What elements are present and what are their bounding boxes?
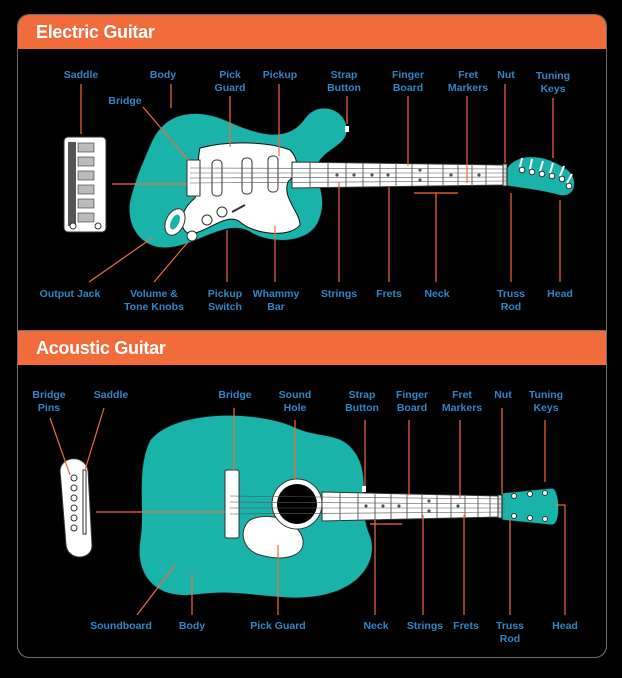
- label-acoustic-strap-button: Strap Button: [345, 389, 379, 414]
- electric-pickup-switch: [231, 204, 246, 213]
- label-acoustic-pick-guard: Pick Guard: [250, 620, 306, 632]
- acoustic-bridge: [224, 469, 240, 539]
- label-electric-whammy-bar: Whammy Bar: [252, 288, 300, 313]
- label-electric-output-jack: Output Jack: [39, 288, 101, 300]
- label-electric-strings: Strings: [320, 288, 358, 300]
- label-electric-frets: Frets: [376, 288, 402, 300]
- label-electric-pickup: Pickup: [262, 69, 298, 81]
- label-acoustic-body: Body: [178, 620, 206, 632]
- electric-pickup-3: [267, 155, 279, 193]
- label-electric-volume-tone-knobs: Volume & Tone Knobs: [124, 288, 184, 313]
- label-acoustic-bridge-pins: Bridge Pins: [32, 389, 66, 414]
- label-acoustic-fret-markers: Fret Markers: [441, 389, 483, 414]
- label-electric-head: Head: [547, 288, 573, 300]
- label-acoustic-frets: Frets: [453, 620, 479, 632]
- label-acoustic-saddle: Saddle: [93, 389, 129, 401]
- electric-leader-lines: [80, 84, 561, 283]
- label-electric-saddle: Saddle: [63, 69, 99, 81]
- acoustic-nut: [497, 494, 503, 519]
- electric-nut: [502, 163, 508, 187]
- label-electric-body: Body: [149, 69, 177, 81]
- label-electric-nut: Nut: [497, 69, 515, 81]
- electric-strap-button: [345, 126, 349, 132]
- acoustic-neck: [321, 491, 501, 522]
- electric-neck: [291, 161, 506, 189]
- label-electric-pick-guard: Pick Guard: [214, 69, 246, 94]
- label-acoustic-sound-hole: Sound Hole: [278, 389, 312, 414]
- label-electric-finger-board: Finger Board: [391, 69, 425, 94]
- electric-knob-2: [216, 206, 228, 218]
- label-electric-tuning-keys: Tuning Keys: [535, 70, 571, 95]
- acoustic-leader-lines: [49, 407, 566, 616]
- label-electric-fret-markers: Fret Markers: [447, 69, 489, 94]
- electric-knob-3: [186, 230, 198, 242]
- label-acoustic-head: Head: [552, 620, 578, 632]
- label-acoustic-nut: Nut: [494, 389, 512, 401]
- label-electric-neck: Neck: [424, 288, 450, 300]
- electric-guitar-title: Electric Guitar: [18, 15, 606, 49]
- electric-pickup-2: [241, 157, 253, 195]
- label-electric-strap-button: Strap Button: [327, 69, 361, 94]
- label-acoustic-tuning-keys: Tuning Keys: [528, 389, 564, 414]
- label-electric-bridge: Bridge: [108, 95, 142, 107]
- label-acoustic-finger-board: Finger Board: [395, 389, 429, 414]
- label-electric-truss-rod: Truss Rod: [496, 288, 525, 313]
- label-acoustic-neck: Neck: [363, 620, 389, 632]
- electric-whammy-bar: [248, 213, 280, 222]
- electric-knob-1: [201, 214, 213, 226]
- electric-guitar-illustration: [63, 107, 576, 249]
- label-acoustic-truss-rod: Truss Rod: [495, 620, 524, 645]
- acoustic-body: [138, 414, 373, 599]
- label-acoustic-soundboard: Soundboard: [90, 620, 152, 632]
- label-electric-pickup-switch: Pickup Switch: [207, 288, 243, 313]
- label-acoustic-bridge: Bridge: [218, 389, 252, 401]
- acoustic-strap-button: [362, 486, 366, 492]
- acoustic-guitar-illustration: [59, 414, 560, 599]
- electric-saddle-detail: [63, 136, 107, 233]
- label-acoustic-strings: Strings: [406, 620, 444, 632]
- acoustic-guitar-title: Acoustic Guitar: [18, 331, 606, 365]
